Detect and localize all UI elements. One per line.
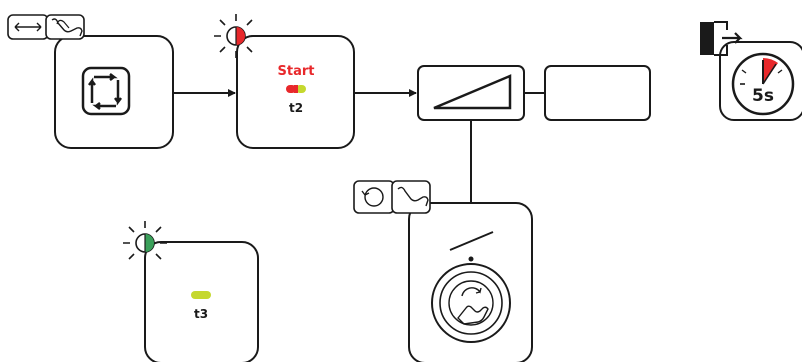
mode-button-group[interactable]	[7, 14, 174, 149]
double-arrow-hand-icon	[7, 14, 85, 40]
start-title: Start	[278, 64, 315, 79]
exit-door-icon	[700, 21, 743, 56]
t2-label: t2	[289, 101, 303, 115]
slope-icon	[449, 231, 494, 262]
t3-panel[interactable]	[144, 241, 259, 362]
blinking-green-indicator-icon	[123, 221, 167, 265]
exit-timer-group: 5s	[700, 21, 802, 121]
start-led	[286, 85, 306, 93]
cycle-arrows-icon	[81, 66, 131, 116]
t3-panel-group[interactable]: t3	[123, 221, 259, 362]
upslope-block	[417, 65, 525, 121]
timer-duration: 5s	[752, 86, 774, 106]
output-block	[544, 65, 651, 121]
ramp-up-icon	[433, 74, 512, 110]
click-wheel-icon	[431, 263, 511, 343]
stopwatch-icon: 5s	[731, 52, 795, 116]
adjust-panel-group[interactable]	[353, 180, 533, 362]
start-panel-group[interactable]: Start t2	[214, 14, 355, 149]
blinking-red-indicator-icon	[214, 14, 258, 58]
t3-led	[191, 291, 211, 299]
t3-label: t3	[194, 307, 208, 321]
rotate-hand-icon	[353, 180, 431, 214]
